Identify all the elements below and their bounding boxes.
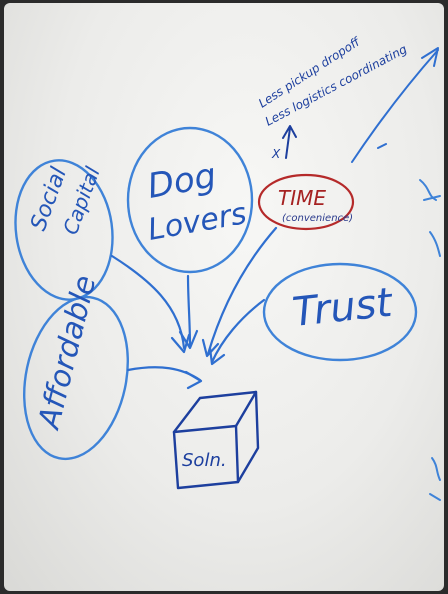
- arrow-trust: [210, 298, 266, 364]
- affordable-node: Affordable: [23, 272, 129, 461]
- arrowhead-trust: [208, 346, 226, 366]
- trust-node: Trust: [262, 262, 418, 362]
- dog-lovers-label-1: Dog: [145, 156, 219, 207]
- solution-label: Soln.: [182, 450, 227, 471]
- arrow-social-capital: [110, 254, 186, 350]
- diagonal-arrow: [351, 47, 439, 163]
- social-capital-node: Social Capital: [14, 159, 114, 301]
- arrowhead-social-capital: [170, 333, 191, 354]
- time-sublabel: (convenience): [282, 213, 353, 224]
- cube-top: [172, 390, 258, 434]
- edge-scribbles: [419, 179, 441, 501]
- solution-node: Soln.: [172, 390, 260, 490]
- arrowhead-affordable: [184, 370, 203, 390]
- note-up-arrow: [282, 125, 297, 159]
- stray-mark: [377, 143, 387, 149]
- time-label: TIME: [278, 186, 326, 210]
- arrow-dog-lovers: [186, 274, 192, 348]
- arrow-time: [206, 226, 278, 356]
- dog-lovers-node: Dog Lovers: [126, 126, 254, 274]
- time-node: TIME (convenience): [257, 173, 355, 231]
- affordable-label: Affordable: [31, 272, 103, 434]
- cube-side: [236, 390, 260, 484]
- arrowhead-time: [201, 338, 220, 358]
- note-x-mark: X: [271, 147, 281, 161]
- trust-label: Trust: [290, 280, 395, 336]
- notes: Less pickup dropoff Less logistics coord…: [256, 34, 439, 163]
- arrows-to-solution: [110, 226, 278, 390]
